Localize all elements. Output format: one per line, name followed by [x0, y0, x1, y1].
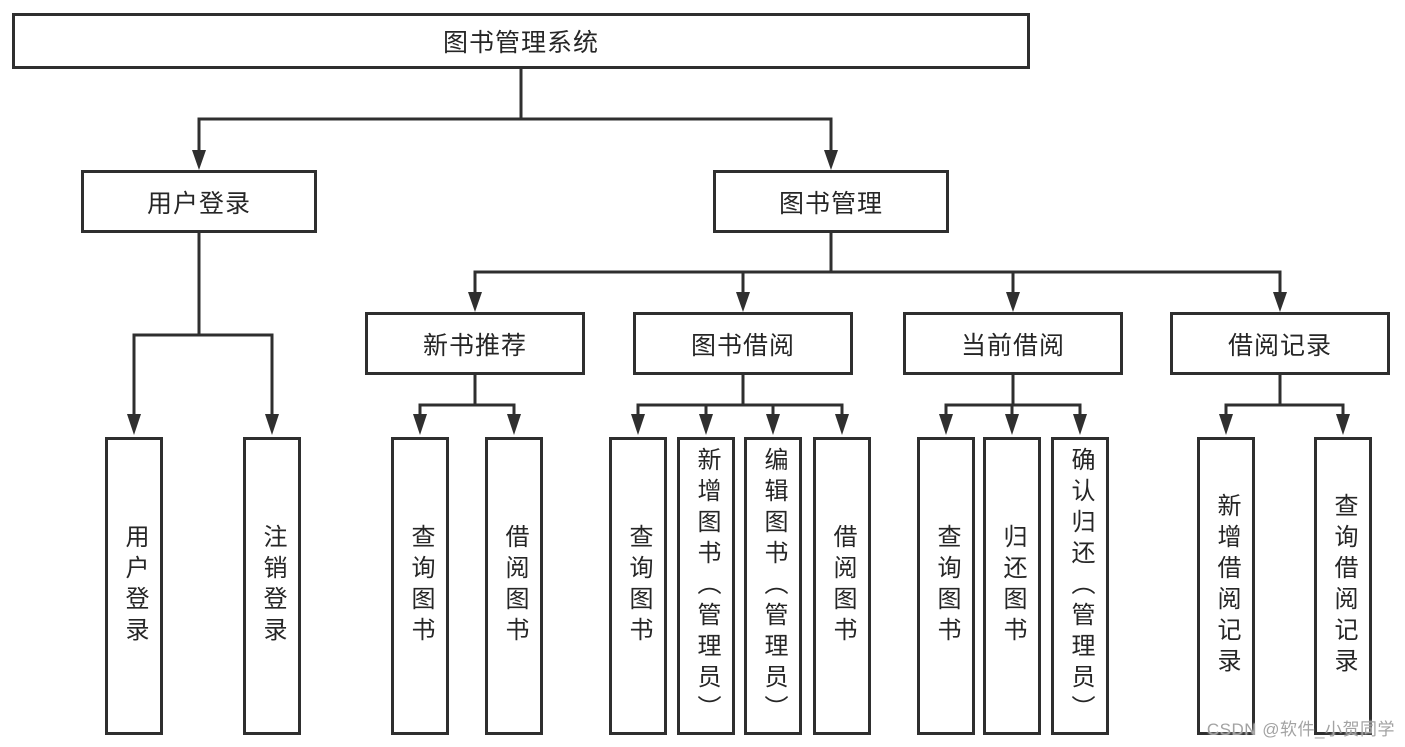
- node-label: 当前借阅: [960, 331, 1065, 360]
- node-label: 借阅图书: [501, 524, 528, 648]
- node-label: 编辑图书（管理员）: [760, 446, 787, 726]
- node-label: 归还图书: [999, 524, 1026, 648]
- leaf-edit-books-admin: 编辑图书（管理员）: [744, 437, 802, 735]
- leaf-query-books: 查询图书: [917, 437, 975, 735]
- node-label: 查询图书: [625, 524, 652, 648]
- node-book-management: 图书管理: [713, 170, 949, 233]
- node-borrow-records: 借阅记录: [1170, 312, 1390, 375]
- node-user-login: 用户登录: [81, 170, 317, 233]
- leaf-return-books: 归还图书: [983, 437, 1041, 735]
- leaf-borrow-books: 借阅图书: [485, 437, 543, 735]
- arrowheads: [127, 150, 1350, 435]
- node-label: 用户登录: [146, 189, 251, 218]
- watermark: CSDN @软件_小贺同学: [1206, 720, 1395, 739]
- leaf-logout: 注销登录: [243, 437, 301, 735]
- node-book-borrowing: 图书借阅: [633, 312, 853, 375]
- node-label: 借阅记录: [1227, 331, 1332, 360]
- node-label: 新增借阅记录: [1213, 493, 1240, 679]
- node-library-system: 图书管理系统: [12, 13, 1030, 69]
- node-label: 注销登录: [259, 524, 286, 648]
- node-label: 图书管理: [778, 189, 883, 218]
- leaf-confirm-return-admin: 确认归还（管理员）: [1051, 437, 1109, 735]
- node-label: 图书借阅: [690, 331, 795, 360]
- node-label: 新书推荐: [422, 331, 527, 360]
- node-label: 查询图书: [933, 524, 960, 648]
- node-label: 用户登录: [121, 524, 148, 648]
- node-label: 查询借阅记录: [1330, 493, 1357, 679]
- leaf-user-login: 用户登录: [105, 437, 163, 735]
- leaf-query-borrow-record: 查询借阅记录: [1314, 437, 1372, 735]
- node-label: 借阅图书: [829, 524, 856, 648]
- node-label: 查询图书: [407, 524, 434, 648]
- leaf-borrow-books: 借阅图书: [813, 437, 871, 735]
- leaf-query-books: 查询图书: [609, 437, 667, 735]
- node-label: 新增图书（管理员）: [693, 446, 720, 726]
- node-label: 图书管理系统: [442, 29, 599, 57]
- leaf-add-books-admin: 新增图书（管理员）: [677, 437, 735, 735]
- node-new-book-recommend: 新书推荐: [365, 312, 585, 375]
- node-current-borrowing: 当前借阅: [903, 312, 1123, 375]
- node-label: 确认归还（管理员）: [1067, 446, 1094, 726]
- leaf-add-borrow-record: 新增借阅记录: [1197, 437, 1255, 735]
- leaf-query-books: 查询图书: [391, 437, 449, 735]
